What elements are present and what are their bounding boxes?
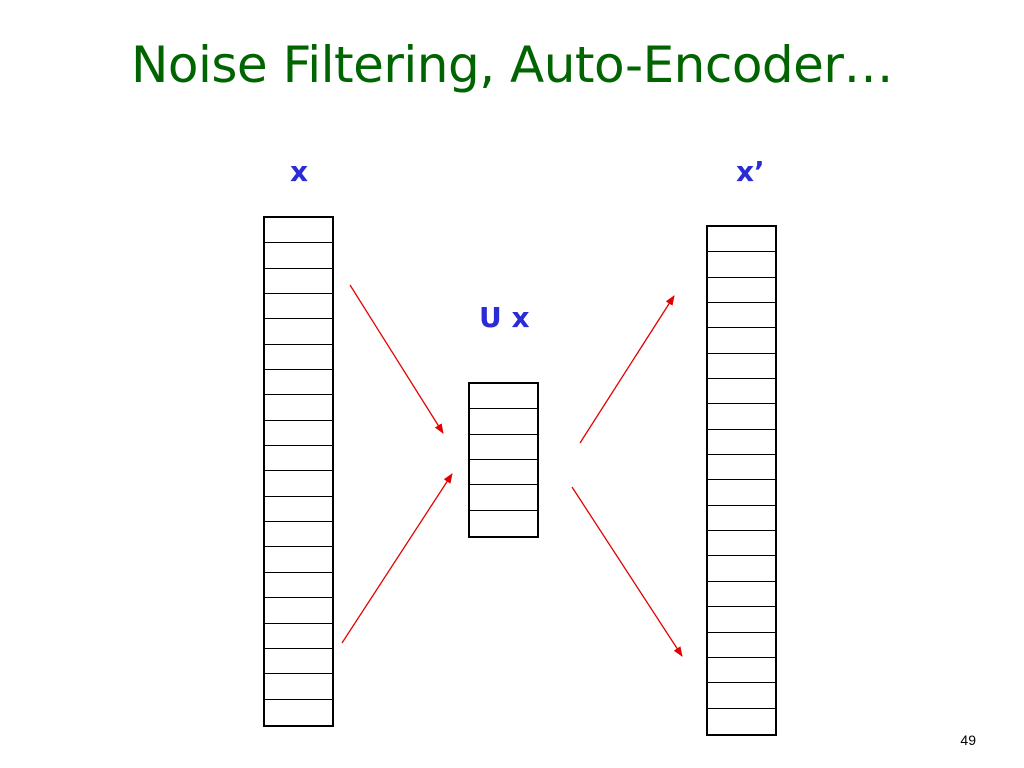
vector-cell: [708, 278, 775, 304]
vector-cell: [470, 384, 537, 410]
output-vector: [706, 225, 777, 736]
vector-cell: [708, 658, 775, 684]
vector-cell: [265, 421, 332, 447]
vector-cell: [265, 218, 332, 244]
encoder-arrow-top: [349, 284, 444, 434]
vector-cell: [265, 446, 332, 472]
vector-cell: [265, 547, 332, 573]
vector-cell: [470, 485, 537, 511]
input-vector: [263, 216, 334, 727]
code-vector: [468, 382, 539, 538]
vector-cell: [265, 674, 332, 700]
vector-cell: [708, 430, 775, 456]
decoder-arrow-top: [579, 295, 675, 444]
vector-cell: [265, 370, 332, 396]
vector-cell: [265, 319, 332, 345]
output-vector-label: x’: [736, 155, 765, 188]
vector-cell: [265, 345, 332, 371]
vector-cell: [708, 354, 775, 380]
vector-cell: [708, 582, 775, 608]
vector-cell: [708, 531, 775, 557]
vector-cell: [265, 522, 332, 548]
vector-cell: [265, 269, 332, 295]
vector-cell: [708, 506, 775, 532]
encoder-arrow-bottom: [341, 473, 453, 644]
slide-title: Noise Filtering, Auto-Encoder…: [130, 36, 894, 94]
vector-cell: [708, 683, 775, 709]
vector-cell: [265, 497, 332, 523]
vector-cell: [708, 480, 775, 506]
decoder-arrow-bottom: [571, 486, 683, 657]
vector-cell: [470, 409, 537, 435]
vector-cell: [708, 455, 775, 481]
vector-cell: [708, 227, 775, 253]
vector-cell: [708, 252, 775, 278]
vector-cell: [708, 633, 775, 658]
vector-cell: [265, 573, 332, 599]
code-vector-label: U x: [479, 301, 530, 334]
vector-cell: [265, 243, 332, 269]
vector-cell: [265, 294, 332, 320]
vector-cell: [708, 404, 775, 430]
vector-cell: [470, 435, 537, 460]
page-number: 49: [960, 732, 976, 748]
input-vector-label: x: [290, 155, 309, 188]
vector-cell: [265, 471, 332, 497]
vector-cell: [265, 624, 332, 649]
vector-cell: [708, 607, 775, 633]
vector-cell: [708, 328, 775, 354]
vector-cell: [265, 598, 332, 624]
vector-cell: [708, 303, 775, 329]
vector-cell: [708, 556, 775, 582]
vector-cell: [470, 460, 537, 486]
vector-cell: [708, 379, 775, 405]
vector-cell: [265, 395, 332, 421]
vector-cell: [265, 649, 332, 675]
